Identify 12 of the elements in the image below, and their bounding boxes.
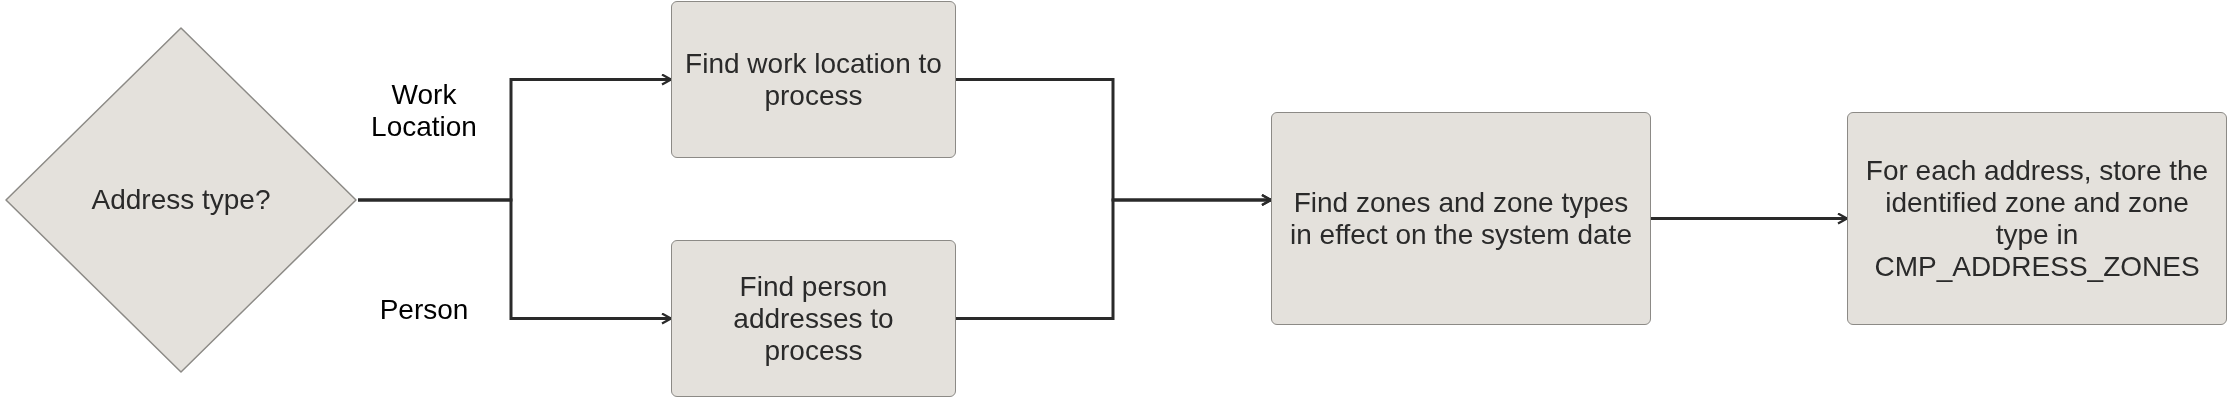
node-text: Find work location to process	[684, 47, 943, 112]
node-text: Address type?	[91, 184, 271, 216]
process-box	[671, 240, 956, 397]
node-text: Find person addresses to process	[732, 270, 895, 367]
node-text: Find zones and zone types in effect on the system date	[1289, 186, 1633, 251]
node-text: For each address, store the identified zone and zone type in CMP_ADDRESS_ZONES	[1864, 154, 2210, 283]
process-box	[1271, 112, 1651, 325]
arrow	[1651, 212, 1849, 225]
process-box	[1847, 112, 2227, 325]
process-box	[671, 1, 956, 158]
arrow	[358, 198, 673, 325]
arrow	[956, 193, 1273, 320]
